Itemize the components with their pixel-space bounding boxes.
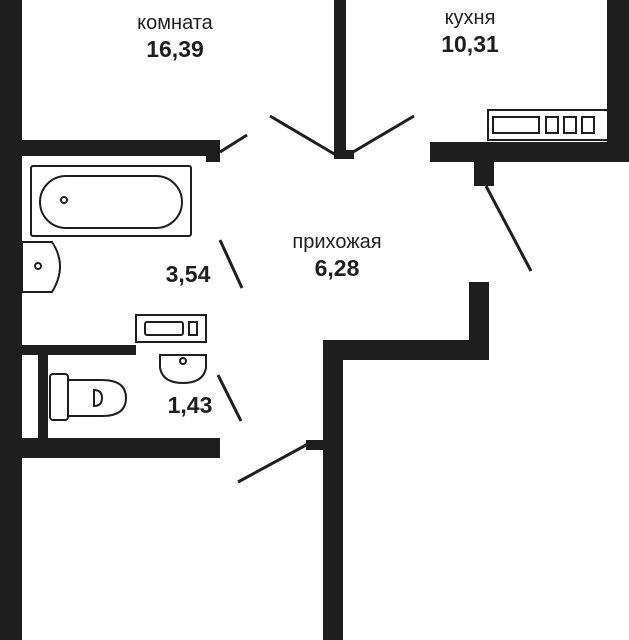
bathtub-basin xyxy=(39,175,183,229)
kitchen-area: 10,31 xyxy=(441,31,499,57)
toilet-inner-wall xyxy=(38,345,48,440)
toilet xyxy=(49,373,128,421)
bathtub-drain-icon xyxy=(60,196,68,204)
hallway-right-wall-lower xyxy=(323,340,343,640)
toilet-tank xyxy=(49,373,69,421)
stove-burner-2 xyxy=(563,116,577,134)
washing-machine-button xyxy=(188,321,198,336)
bathroom-area: 3,54 xyxy=(166,261,211,287)
toilet-area: 1,43 xyxy=(168,392,213,418)
toilet-sink-drain-icon xyxy=(179,357,187,365)
hallway-right-wall-horizontal xyxy=(323,340,489,360)
bathroom-door-leaf xyxy=(218,239,244,289)
stove-burner-3 xyxy=(581,116,595,134)
kitchen-door-leaf xyxy=(347,114,415,157)
stove-burner-1 xyxy=(545,116,559,134)
toilet-door-leaf xyxy=(216,374,243,422)
toilet-sink-bowl xyxy=(159,354,207,385)
kitchen-counter xyxy=(487,109,609,141)
kitchen-bottom-wall xyxy=(430,142,629,162)
kitchen-right-wall xyxy=(607,0,629,162)
door-hinge-post xyxy=(334,150,354,159)
hallway-name: прихожая xyxy=(292,231,381,253)
bathtub xyxy=(30,165,192,237)
left-outer-wall xyxy=(0,0,22,640)
living-room-right-wall xyxy=(334,0,346,158)
bathroom-sink xyxy=(21,241,61,293)
door-jamb xyxy=(306,440,326,450)
bathroom-toilet-partition xyxy=(18,345,136,355)
toilet-sink xyxy=(159,354,207,385)
toilet-seat-icon xyxy=(93,388,104,408)
entry-door-leaf xyxy=(237,442,309,484)
washing-machine-panel xyxy=(144,321,184,336)
bathroom-door-upper-leaf xyxy=(219,133,248,154)
doors xyxy=(216,114,533,484)
kitchen-wall-stub xyxy=(474,158,494,186)
bathroom-right-wall-stub xyxy=(206,140,220,162)
living-room-area: 16,39 xyxy=(146,36,204,62)
kitchen-name: кухня xyxy=(445,7,496,29)
counter-sink xyxy=(492,116,540,134)
bathroom-sink-drain-icon xyxy=(34,262,42,270)
kitchen-side-door-leaf xyxy=(484,185,533,272)
toilet-bottom-wall xyxy=(18,438,220,458)
living-room-name: комната xyxy=(137,12,214,34)
bathroom-top-wall xyxy=(18,140,218,156)
living-room-door-leaf xyxy=(269,114,337,157)
hallway-area: 6,28 xyxy=(315,255,360,281)
hallway-right-wall-upper xyxy=(469,282,489,340)
washing-machine xyxy=(135,314,207,343)
